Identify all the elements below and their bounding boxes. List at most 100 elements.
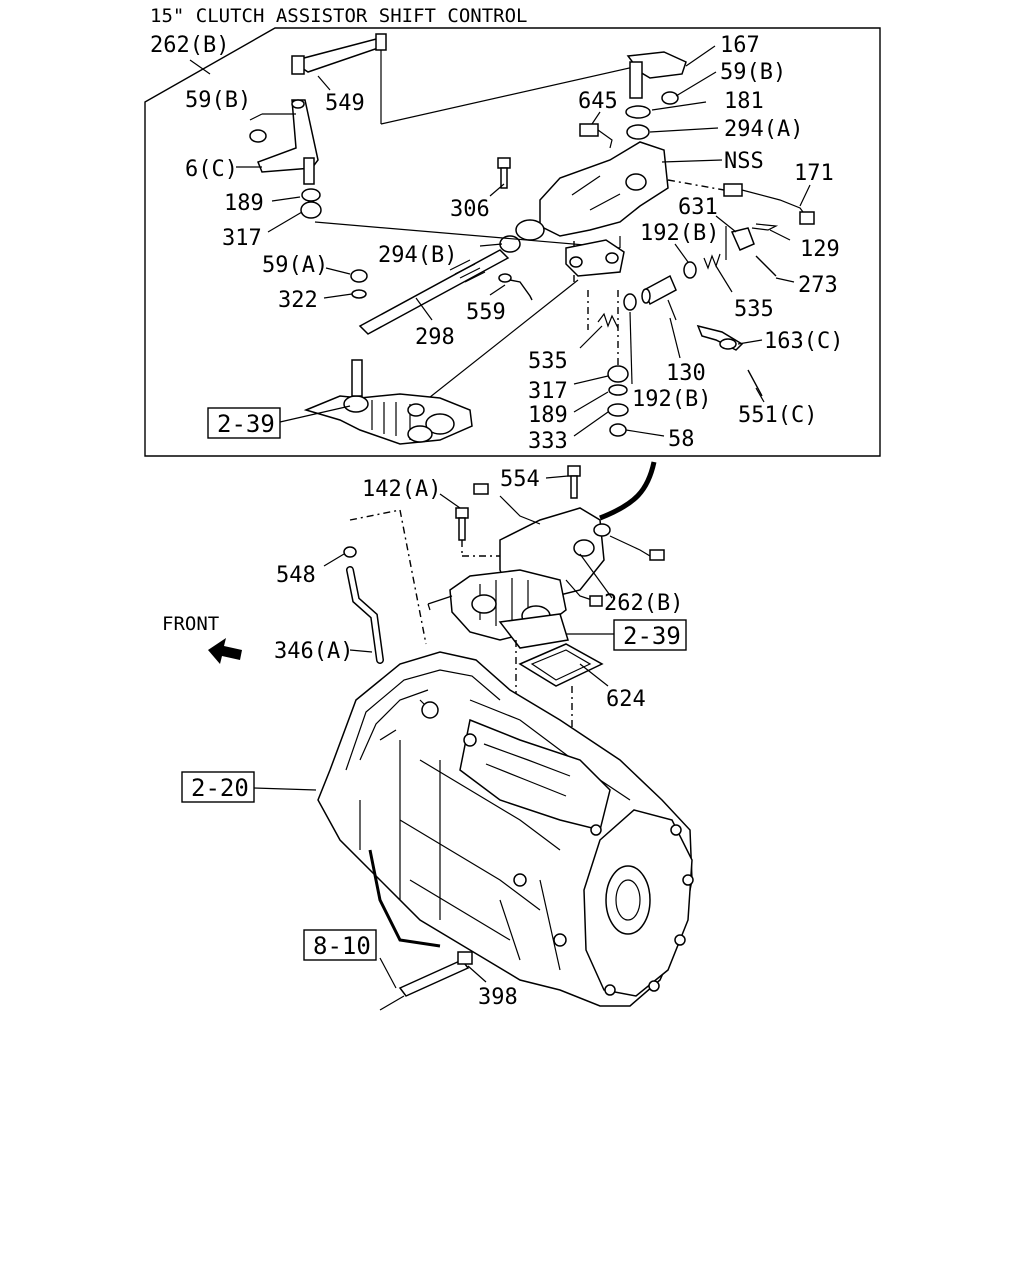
leader-645 [591, 111, 601, 125]
nut-59b-left [249, 129, 267, 143]
gasket-624 [518, 643, 604, 687]
leader-535-left [579, 325, 603, 349]
leader-59b-left [249, 113, 263, 121]
callout-59a: 59(A) [262, 253, 328, 278]
leader-273 [775, 277, 795, 283]
leader-294b [479, 243, 503, 247]
callout-549: 549 [325, 91, 365, 116]
leader-549 [317, 75, 331, 91]
callout-192b-mid: 192(B) [632, 387, 711, 412]
callout-322: 322 [278, 288, 318, 313]
callout-181: 181 [724, 89, 764, 114]
leader-167 [685, 45, 716, 67]
washer-333 [607, 403, 629, 417]
callout-58: 58 [668, 427, 695, 452]
spring-535-left [597, 312, 619, 329]
leader-192b-mid [629, 311, 633, 385]
ref-box-2-20[interactable] [181, 771, 255, 803]
callout-129: 129 [800, 237, 840, 262]
leader-317-mid [573, 375, 609, 385]
diagram-title: 15" CLUTCH ASSISTOR SHIFT CONTROL [150, 5, 528, 27]
ref-2-20: 2-20 [191, 774, 249, 802]
nut-58 [609, 423, 627, 437]
transmission-case [317, 651, 694, 1007]
detail-box [144, 27, 881, 457]
callout-298: 298 [415, 325, 455, 350]
bolt-554 [567, 465, 581, 499]
connecting-rod-549 [291, 33, 666, 125]
leader-631 [715, 215, 737, 233]
bushing-317-mid [607, 365, 629, 383]
switch-171 [667, 179, 815, 225]
callout-631: 631 [678, 195, 718, 220]
o-ring-189-left [301, 188, 321, 202]
leader-333 [573, 411, 609, 437]
lever-167 [626, 51, 687, 99]
callout-624: 624 [606, 687, 646, 712]
sleeve-130 [641, 274, 677, 321]
shift-control-assembly [427, 483, 665, 649]
leader-ref-8-10 [379, 957, 397, 989]
shift-shaft-298 [358, 235, 521, 335]
callout-130: 130 [666, 361, 706, 386]
callout-294a: 294(A) [724, 117, 803, 142]
callout-645: 645 [578, 89, 618, 114]
callout-333: 333 [528, 429, 568, 454]
leader-554 [545, 475, 569, 479]
callout-554: 554 [500, 467, 540, 492]
leader-163c [737, 339, 763, 345]
sensor-398 [379, 951, 473, 1011]
spring-535-right [703, 253, 721, 270]
callout-346a: 346(A) [274, 639, 353, 664]
callout-167: 167 [720, 33, 760, 58]
leader-294a [649, 127, 719, 133]
callout-6c: 6(C) [185, 157, 238, 182]
leader-129 [769, 229, 791, 241]
ref-2-39-mid: 2-39 [623, 622, 681, 650]
washer-192b-mid [623, 293, 637, 311]
leader-551c [755, 387, 765, 403]
nut-59b-right [661, 91, 679, 105]
leader-548 [323, 553, 345, 567]
lever-163c [696, 324, 744, 351]
bushing-317-left [300, 201, 322, 219]
ref-box-2-39-top[interactable] [207, 407, 281, 439]
callout-142a: 142(A) [362, 477, 441, 502]
callout-59b-right: 59(B) [720, 60, 786, 85]
pin-273 [755, 255, 777, 277]
leader-ref-2-20 [253, 787, 317, 791]
leader-262b-mid [579, 553, 613, 599]
callout-nss: NSS [724, 149, 764, 174]
ref-box-8-10[interactable] [303, 929, 377, 961]
leader-535-right [715, 265, 733, 293]
front-arrow-icon [208, 638, 242, 664]
ref-box-2-39-mid[interactable] [613, 619, 687, 651]
bolt-142a [455, 507, 469, 541]
leader-346a [349, 649, 373, 653]
clip-129 [751, 223, 779, 231]
callout-548: 548 [276, 563, 316, 588]
callout-262b-mid: 262(B) [604, 591, 683, 616]
clutch-assistor-unit-top [303, 359, 473, 445]
callout-317-left: 317 [222, 226, 262, 251]
leader-59a [325, 267, 351, 275]
ref-8-10: 8-10 [313, 932, 371, 960]
leader-nss [661, 159, 723, 163]
leader-322 [323, 293, 353, 299]
switch-645 [579, 123, 613, 149]
leader-624 [579, 663, 609, 687]
callout-317-mid: 317 [528, 379, 568, 404]
leader-317-left [267, 211, 303, 233]
washer-181 [625, 105, 651, 119]
pin-551c [747, 369, 763, 397]
callout-551c: 551(C) [738, 403, 817, 428]
callout-192b-top: 192(B) [640, 221, 719, 246]
o-ring-189-mid [608, 384, 628, 396]
callout-306: 306 [450, 197, 490, 222]
callout-163c: 163(C) [764, 329, 843, 354]
leader-58 [625, 429, 665, 437]
callout-262b-top: 262(B) [150, 33, 229, 58]
leader-142a [439, 493, 461, 509]
callout-189-left: 189 [224, 191, 264, 216]
